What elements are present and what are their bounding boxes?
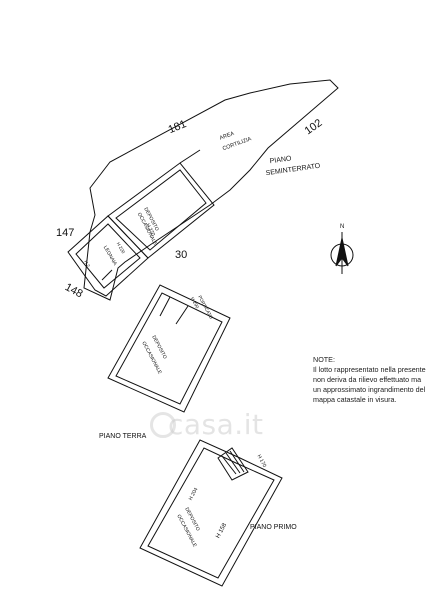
- h-204: H 204: [188, 487, 200, 502]
- area-cortilizia-line1: AREA: [219, 131, 235, 142]
- piano-seminterrato-line1: PIANO: [269, 155, 292, 165]
- dim-30: 30: [175, 249, 187, 261]
- h-220: H 220: [116, 241, 127, 254]
- note-block: NOTE: Il lotto rappresentato nella prese…: [313, 355, 436, 405]
- legnaia-label: LEGNAIA: [102, 245, 118, 267]
- note-title: NOTE:: [313, 355, 335, 364]
- note-line-4: mappa catastale in visura.: [313, 395, 397, 404]
- deposito-1-line3: H 270: [144, 223, 156, 238]
- watermark-icon: [150, 412, 176, 438]
- piano-terra-outline: [107, 284, 231, 413]
- dim-148: 148: [63, 281, 85, 300]
- lot-outline: [83, 79, 339, 301]
- piano-primo-label: PIANO PRIMO: [250, 524, 297, 531]
- note-line-2: non deriva da rilievo effettuato ma: [313, 375, 422, 384]
- porticato-line2: H 290: [190, 296, 200, 309]
- watermark-text: casa.it: [168, 408, 264, 441]
- note-line-3: un approssimato ingrandimento del: [313, 385, 426, 394]
- piano-seminterrato-line2: SEMINTERRATO: [265, 163, 321, 178]
- deposito-1-room: [107, 162, 215, 259]
- legnaia-room: [67, 215, 149, 297]
- piano-primo-outline: [139, 439, 283, 587]
- north-label: N: [340, 224, 344, 230]
- north-arrow-icon: [330, 232, 354, 274]
- note-line-1: Il lotto rappresentato nella presente: [313, 365, 426, 374]
- h-170: H 170: [256, 454, 268, 469]
- dim-147: 147: [56, 227, 74, 239]
- dim-102: 102: [303, 117, 325, 137]
- piano-terra-label: PIANO TERRA: [99, 433, 147, 440]
- porticato-line1: PORTICATO: [197, 295, 214, 321]
- dim-181: 181: [167, 118, 189, 136]
- h-2xx: H 2…: [83, 260, 93, 272]
- h-158: H 158: [215, 522, 228, 540]
